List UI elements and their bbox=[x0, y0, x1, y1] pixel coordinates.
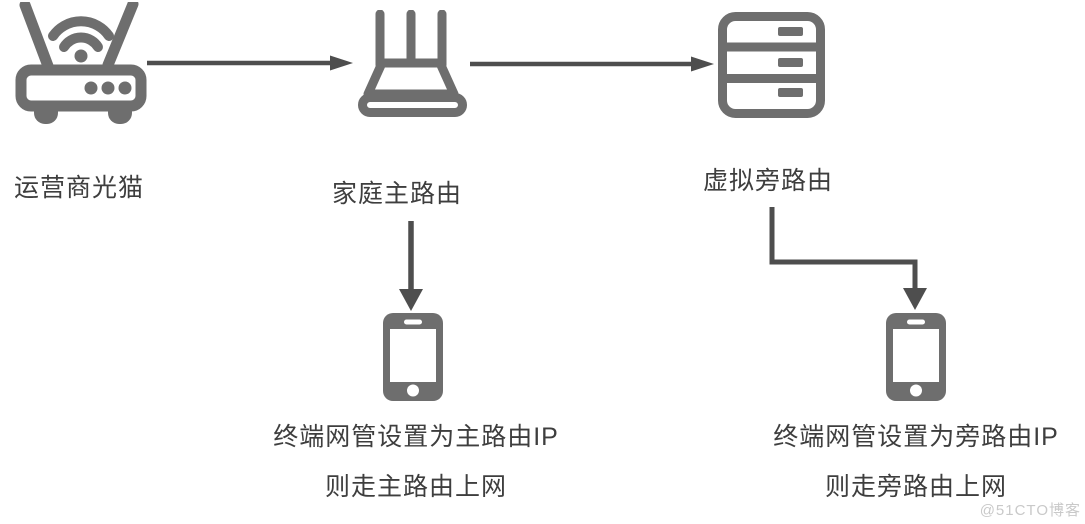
phone-main-caption-line2: 则走主路由上网 bbox=[324, 473, 507, 501]
side-router-label: 虚拟旁路由 bbox=[703, 167, 834, 195]
arrow-main-router-to-side-router-icon bbox=[470, 56, 714, 72]
arrow-main-router-to-phone-icon bbox=[399, 221, 423, 311]
smartphone-main-icon bbox=[383, 313, 443, 401]
smartphone-side-icon bbox=[886, 313, 946, 401]
server-icon bbox=[718, 12, 825, 118]
arrow-side-router-to-phone-icon bbox=[769, 207, 927, 310]
phone-side-caption: 终端网管设置为旁路由IP 则走旁路由上网 bbox=[740, 412, 1085, 512]
modem-with-antennas-icon bbox=[15, 2, 147, 124]
phone-main-caption-line1: 终端网管设置为主路由IP bbox=[273, 423, 559, 451]
phone-side-caption-line2: 则走旁路由上网 bbox=[824, 473, 1007, 501]
arrow-modem-to-main-router-icon bbox=[147, 55, 353, 71]
modem-label: 运营商光猫 bbox=[14, 174, 145, 202]
watermark: @51CTO博客 bbox=[979, 502, 1081, 519]
main-router-label: 家庭主路由 bbox=[332, 180, 463, 208]
phone-main-caption: 终端网管设置为主路由IP 则走主路由上网 bbox=[240, 412, 592, 512]
phone-side-caption-line1: 终端网管设置为旁路由IP bbox=[773, 423, 1059, 451]
wifi-router-icon bbox=[358, 10, 467, 117]
